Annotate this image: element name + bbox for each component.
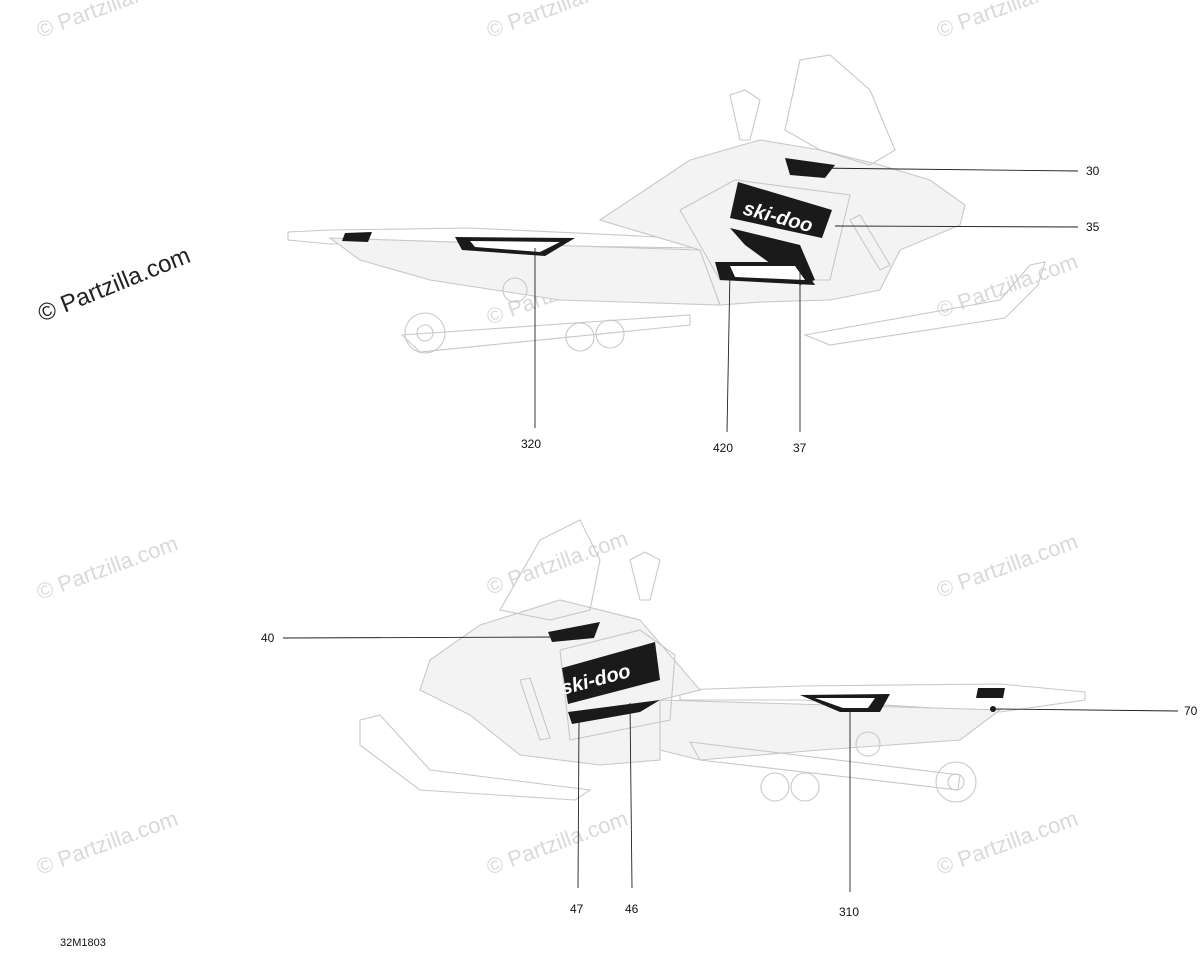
watermark: © Partzilla.com [933,806,1081,880]
idler-wheel [855,731,881,757]
idler-hub [947,773,965,791]
watermark: © Partzilla.com [933,0,1081,43]
callout-70[interactable]: 70 [1184,704,1198,718]
callouts-top: 30 35 320 420 37 [521,164,1100,455]
leader-lines-top [534,167,1079,433]
diagram-code: 32M1803 [60,937,106,949]
watermark: © Partzilla.com [483,526,631,600]
decal-40 [548,622,600,642]
idler-wheel [595,319,625,349]
handlebar [629,551,661,601]
leader-47 [577,718,580,889]
callout-40[interactable]: 40 [261,631,275,645]
ski [803,261,1046,346]
callout-47[interactable]: 47 [570,902,584,916]
watermark: © Partzilla.com [33,531,181,605]
callout-37[interactable]: 37 [793,441,807,455]
idler-hub [416,324,434,342]
callout-35[interactable]: 35 [1086,220,1100,234]
idler-wheel [760,772,790,802]
watermark: © Partzilla.com [933,249,1081,323]
tunnel [659,699,1002,761]
snowmobile-top-view: ski-doo [287,54,1046,354]
watermark: © Partzilla.com [33,806,181,880]
decal-35-logo-plate [730,182,832,238]
callout-46[interactable]: 46 [625,902,639,916]
leader-35 [834,225,1079,228]
rear-rack [679,683,1086,713]
decal-rear-badge [342,232,372,242]
decal-70-dot [990,706,996,712]
leader-lines-bottom [282,636,1179,892]
callout-320[interactable]: 320 [521,437,541,451]
snowmobile-bottom-view: ski-doo [359,519,1086,803]
watermark: © Partzilla.com [483,806,631,880]
windshield [499,519,601,621]
ski [359,714,592,801]
leader-30 [811,167,1079,172]
watermark: © Partzilla.com [933,529,1081,603]
watermark-featured: © Partzilla.com [34,242,194,328]
idler-wheel [790,772,820,802]
front-shock [519,677,551,741]
decal-30 [785,158,835,178]
decal-logo-plate [562,642,660,704]
front-shock [849,214,891,271]
idler-wheel [935,761,977,803]
handlebar [729,89,761,141]
leader-420 [726,269,731,433]
callouts-bottom: 40 70 47 46 310 [261,631,1198,919]
idler-wheel [502,277,528,303]
watermark: © Partzilla.com [483,0,631,43]
track [400,314,691,353]
idler-wheel [565,322,595,352]
side-panel [679,179,851,281]
callout-310[interactable]: 310 [839,905,859,919]
callout-30[interactable]: 30 [1086,164,1100,178]
leader-40 [282,636,556,639]
decal-rear-badge [976,688,1005,698]
leader-46 [629,702,633,889]
leader-70 [995,708,1179,712]
decal-47-46 [568,700,660,724]
windshield [784,54,896,166]
side-panel [559,629,676,741]
idler-wheel [404,312,446,354]
callout-420[interactable]: 420 [713,441,733,455]
watermark: © Partzilla.com [33,0,181,43]
